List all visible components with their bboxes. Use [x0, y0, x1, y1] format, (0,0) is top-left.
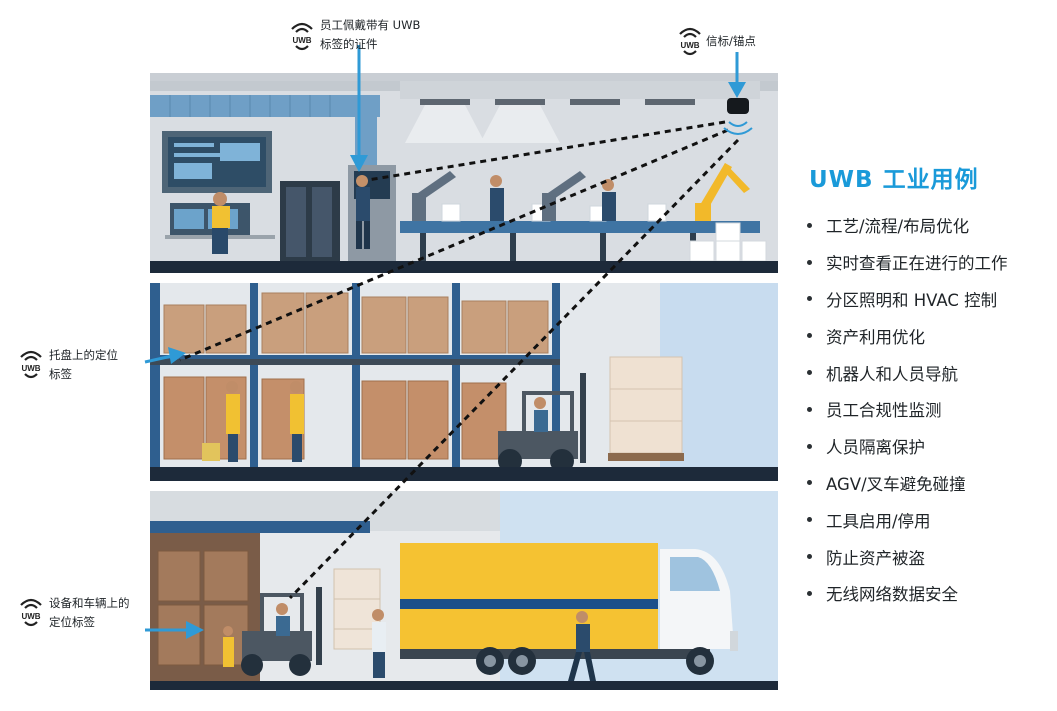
callout-vehicle-tag-line2: 定位标签	[49, 615, 95, 629]
svg-text:UWB: UWB	[292, 36, 311, 45]
callout-employee-tag: 员工佩戴带有 UWB 标签的证件	[320, 16, 420, 54]
list-item: AGV/叉车避免碰撞	[807, 465, 1008, 502]
callout-pallet-tag-line2: 标签	[49, 367, 72, 381]
factory-floor-scene	[150, 73, 778, 273]
callout-arrows	[144, 45, 746, 639]
callout-vehicle-tag: 设备和车辆上的 定位标签	[49, 594, 130, 632]
list-item: 实时查看正在进行的工作	[807, 244, 1008, 281]
list-item: 无线网络数据安全	[807, 575, 1008, 612]
warehouse-scene	[150, 283, 778, 481]
bullet-icon	[807, 480, 812, 486]
uwb-badge-icon: UWB	[289, 20, 315, 54]
callout-vehicle-tag-line1: 设备和车辆上的	[49, 596, 130, 610]
bullet-icon	[807, 222, 812, 228]
list-item: 防止资产被盗	[807, 538, 1008, 575]
bullet-icon	[807, 590, 812, 596]
bullet-icon	[807, 554, 812, 560]
callout-employee-tag-line1: 员工佩戴带有 UWB	[320, 18, 421, 32]
svg-text:UWB: UWB	[21, 364, 40, 373]
bullet-icon	[807, 333, 812, 339]
bullet-icon	[807, 443, 812, 449]
panel-title: UWB 工业用例	[809, 167, 979, 193]
uwb-badge-icon: UWB	[677, 25, 703, 59]
callout-anchor: 信标/锚点	[706, 32, 756, 51]
bullet-icon	[807, 259, 812, 265]
loading-dock-scene	[150, 491, 778, 690]
beacon-anchor-device	[723, 98, 753, 135]
uwb-signal-lines	[179, 120, 740, 600]
bullet-icon	[807, 406, 812, 412]
svg-text:UWB: UWB	[21, 612, 40, 621]
list-item: 机器人和人员导航	[807, 354, 1008, 391]
callout-pallet-tag-line1: 托盘上的定位	[49, 348, 118, 362]
list-item: 工艺/流程/布局优化	[807, 207, 1008, 244]
list-item: 人员隔离保护	[807, 428, 1008, 465]
list-item: 资产利用优化	[807, 317, 1008, 354]
list-item: 工具启用/停用	[807, 501, 1008, 538]
bullet-icon	[807, 370, 812, 376]
bullet-icon	[807, 517, 812, 523]
bullet-icon	[807, 296, 812, 302]
callout-anchor-label: 信标/锚点	[706, 34, 756, 48]
uwb-badge-icon: UWB	[18, 596, 44, 630]
callout-employee-tag-line2: 标签的证件	[320, 37, 378, 51]
list-item: 员工合规性监测	[807, 391, 1008, 428]
list-item: 分区照明和 HVAC 控制	[807, 281, 1008, 318]
callout-pallet-tag: 托盘上的定位 标签	[49, 346, 118, 384]
usecase-list: 工艺/流程/布局优化 实时查看正在进行的工作 分区照明和 HVAC 控制 资产利…	[807, 207, 1008, 612]
uwb-badge-icon: UWB	[18, 348, 44, 382]
svg-text:UWB: UWB	[680, 41, 699, 50]
